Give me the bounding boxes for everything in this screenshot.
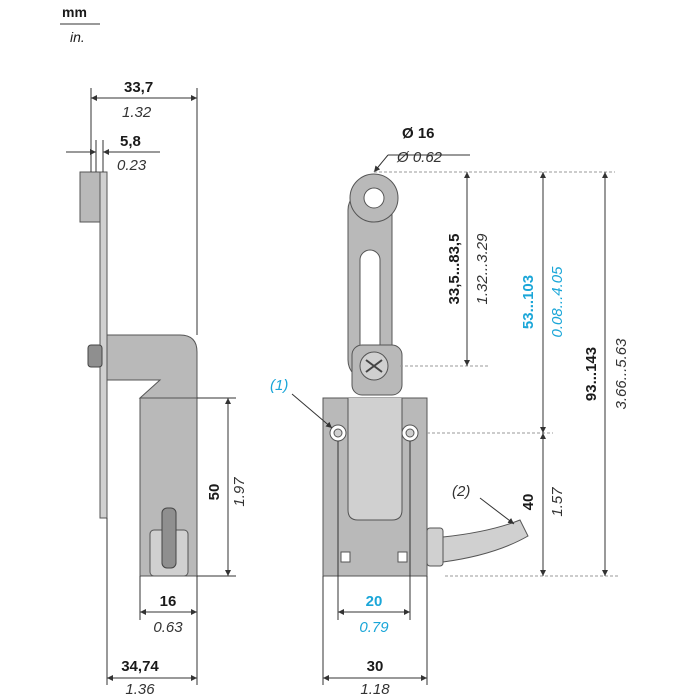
dim-overall-height-in: 3.66...5.63: [613, 338, 630, 410]
front-gland: [426, 527, 444, 567]
note-1-leader: [291, 393, 333, 429]
roller-hub: [363, 187, 385, 209]
dim-lever-adjust-mm: 33,5...83,5: [446, 234, 463, 305]
bottom-tab-left: [340, 551, 351, 563]
dim-lever-range-mm: 53...103: [520, 275, 537, 329]
dim-50-mm: 50: [206, 484, 223, 501]
dim-roller-in: Ø 0.62: [396, 149, 443, 166]
dim-50-in: 1.97: [231, 477, 248, 507]
bottom-tab-right: [397, 551, 408, 563]
dim-5-8-in: 0.23: [117, 157, 147, 174]
side-view: 33,7 1.32 5,8 0.23 50 1.97 16 0.63 34,74…: [66, 79, 248, 698]
side-roller: [79, 171, 103, 223]
dim-16-mm: 16: [160, 593, 177, 610]
pivot-screw-cross: [365, 359, 383, 373]
mounting-hole-left-inner: [333, 428, 343, 438]
unit-mm: mm: [62, 4, 87, 20]
note-2-leader: [479, 497, 515, 525]
dim-hole-spacing-in: 0.79: [359, 619, 389, 636]
note-1-label: (1): [270, 377, 288, 394]
dim-33-7-mm: 33,7: [124, 79, 153, 96]
dim-roller-mm: Ø 16: [402, 125, 435, 142]
note-2-label: (2): [452, 483, 470, 500]
dim-head-height-mm: 40: [520, 494, 537, 511]
dim-body-width-in: 1.18: [360, 681, 390, 698]
front-view: Ø 16 Ø 0.62 33,5...83,5 1.32...3.29 53..…: [270, 125, 630, 698]
dim-head-height-in: 1.57: [549, 487, 566, 517]
dim-overall-height-mm: 93...143: [583, 347, 600, 401]
roller-leader: [373, 154, 389, 173]
front-lever-slot: [359, 249, 381, 361]
dim-5-8-mm: 5,8: [120, 133, 141, 150]
dim-body-width-mm: 30: [367, 658, 384, 675]
side-head: [106, 334, 198, 399]
dim-34-74-mm: 34,74: [121, 658, 159, 675]
mounting-hole-right-inner: [405, 428, 415, 438]
units-legend: mm in.: [60, 4, 100, 45]
dim-hole-spacing-mm: 20: [366, 593, 383, 610]
side-bolt: [87, 344, 103, 368]
front-cable: [442, 519, 529, 563]
dim-lever-adjust-in: 1.32...3.29: [474, 233, 491, 305]
dim-16-in: 0.63: [153, 619, 183, 636]
dim-34-74-in: 1.36: [125, 681, 155, 698]
dim-33-7-in: 1.32: [122, 104, 152, 121]
front-inner-slot: [347, 398, 403, 521]
dim-lever-range-in: 0.08...4.05: [549, 266, 566, 338]
side-cable-stem: [161, 507, 177, 569]
unit-in: in.: [70, 29, 85, 45]
